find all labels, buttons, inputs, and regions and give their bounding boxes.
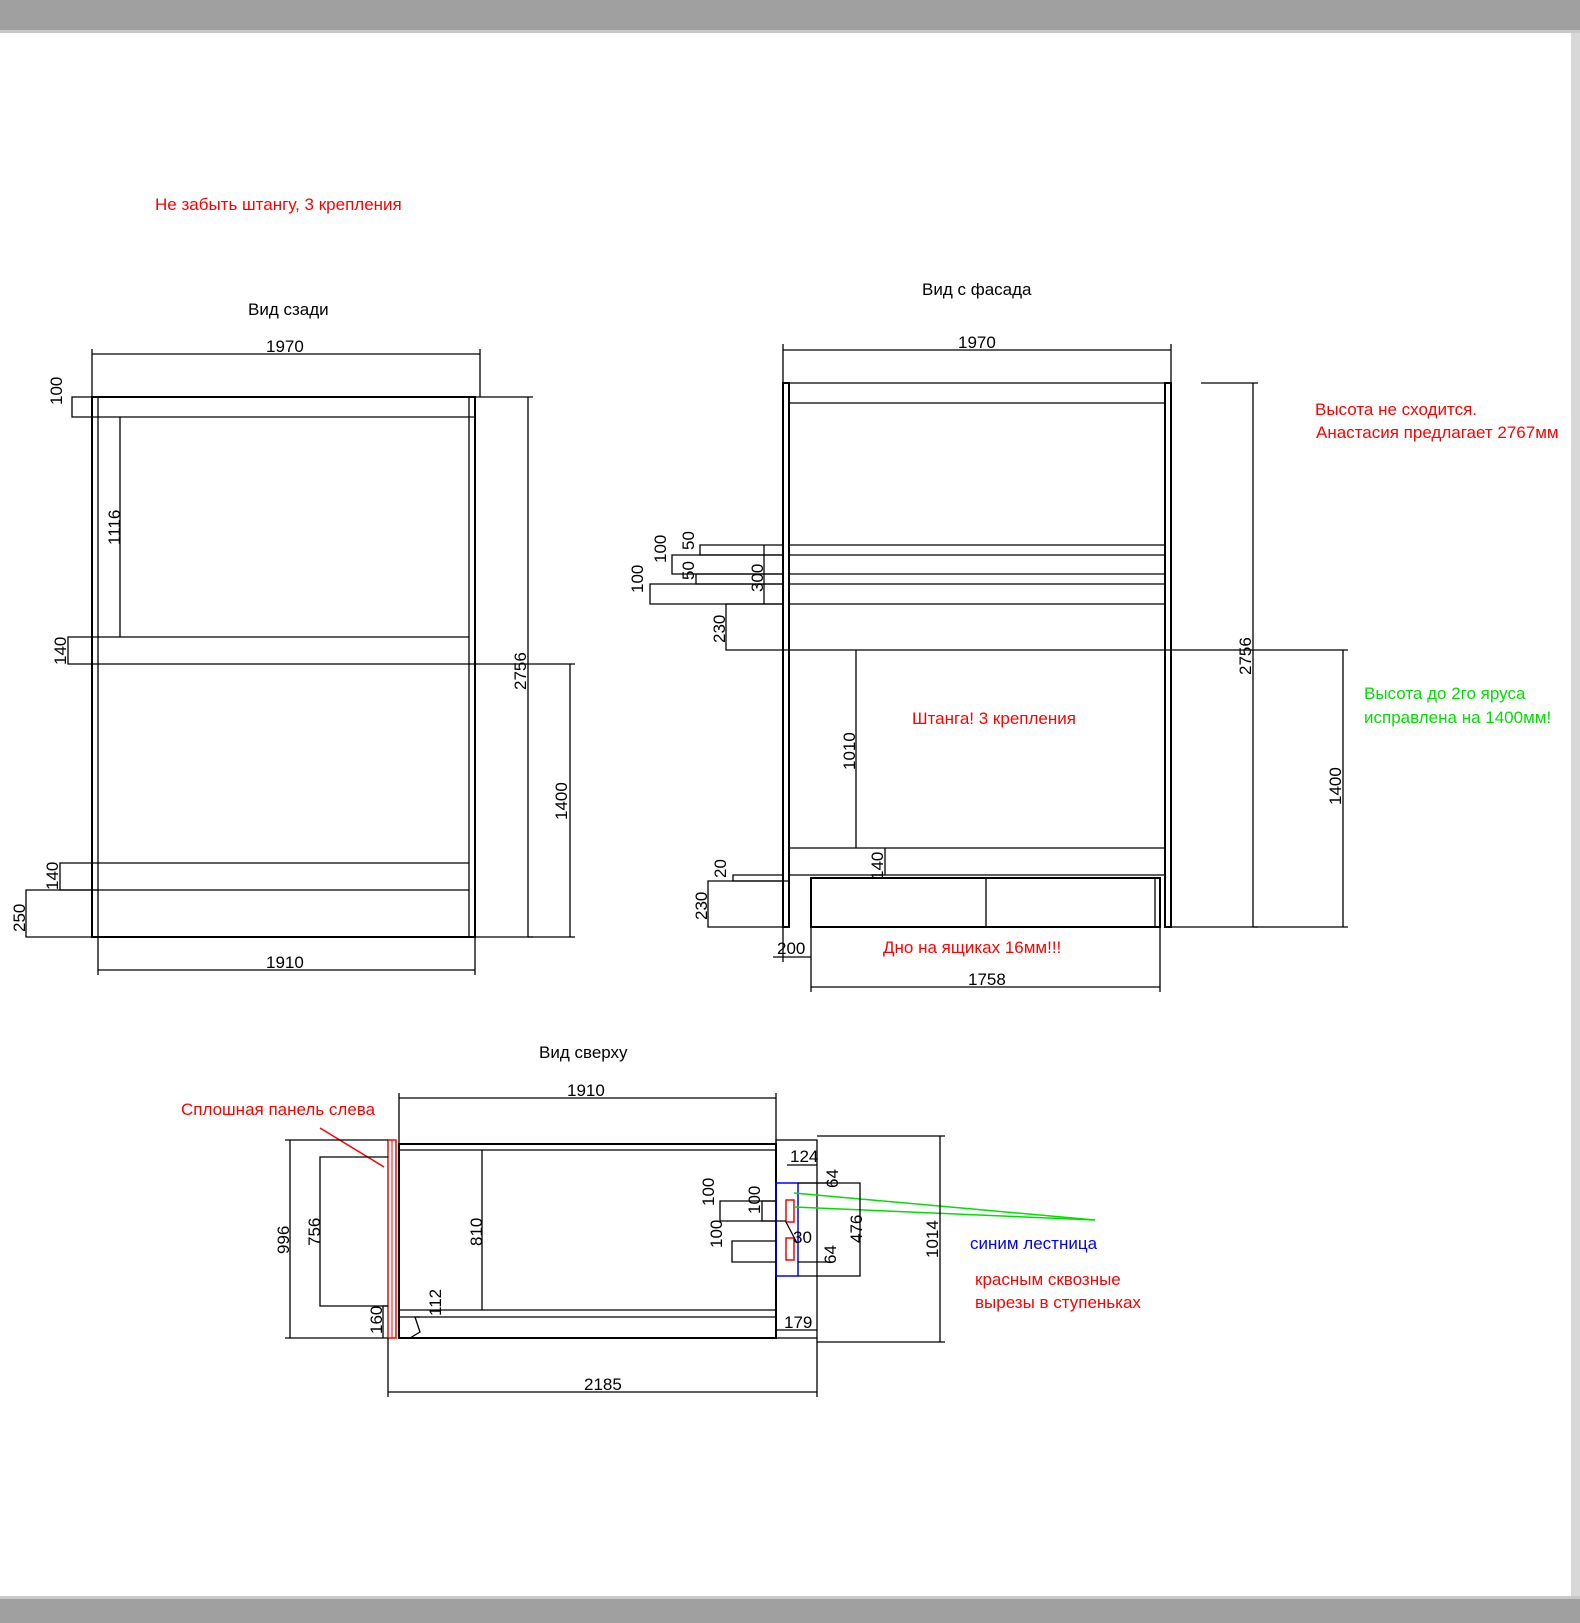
back-dim-100: 100 — [47, 377, 66, 405]
front-dim-width-top: 1970 — [958, 333, 996, 352]
back-dim-250: 250 — [10, 904, 29, 932]
top-dim-64a: 64 — [823, 1169, 842, 1188]
top-solid-panel-leader — [319, 1127, 385, 1168]
front-dim-height-total: 2756 — [1236, 637, 1255, 675]
front-dim-100b: 100 — [628, 565, 647, 593]
top-dim-810: 810 — [467, 1218, 486, 1246]
top-dim-line-100c — [731, 1240, 776, 1263]
top-dim-160: 160 — [367, 1306, 386, 1334]
note-tier-fix-2: исправлена на 1400мм! — [1364, 708, 1551, 727]
back-dim-line-250 — [25, 889, 98, 938]
top-green-leader-2 — [793, 1206, 1096, 1221]
front-left-post — [782, 382, 790, 928]
front-view: Вид с фасада 1970 — [628, 280, 1348, 992]
back-dim-line-100 — [71, 396, 92, 418]
top-dim-756: 756 — [305, 1218, 324, 1246]
right-edge-bar — [1571, 33, 1580, 1596]
top-dim-179: 179 — [784, 1313, 812, 1332]
note-blue-ladder: синим лестница — [970, 1234, 1098, 1253]
front-dim-line-100b — [649, 583, 783, 605]
drawing-canvas: Не забыть штангу, 3 крепления Высота не … — [10, 195, 1559, 1397]
back-dim-height-lower: 1400 — [552, 782, 571, 820]
top-green-leader-1 — [793, 1192, 1096, 1221]
top-cutout-red-2 — [785, 1237, 795, 1261]
note-height-mismatch-1: Высота не сходится. — [1315, 400, 1477, 419]
top-dim-line-476 — [798, 1182, 861, 1277]
top-dim-996: 996 — [274, 1226, 293, 1254]
back-dim-line-140a — [67, 636, 98, 665]
back-dim-width-top: 1970 — [266, 337, 304, 356]
back-dim-1116: 1116 — [105, 510, 124, 545]
front-dim-line-50b — [695, 573, 783, 585]
front-dim-50a: 50 — [679, 531, 698, 550]
back-dim-width-bottom: 1910 — [266, 953, 304, 972]
top-dim-line-756 — [319, 1156, 388, 1307]
top-dim-100a: 100 — [699, 1178, 718, 1206]
front-dim-1010: 1010 — [840, 732, 859, 770]
front-dim-line-230a — [725, 603, 789, 651]
back-dim-height-total: 2756 — [511, 652, 530, 690]
top-dim-1014: 1014 — [923, 1220, 942, 1258]
back-frame-outline — [91, 396, 476, 938]
note-drawer-bottom: Дно на ящиках 16мм!!! — [883, 938, 1061, 957]
top-dim-line-100a — [719, 1200, 776, 1222]
front-dim-height-lower: 1400 — [1326, 767, 1345, 805]
front-right-post — [1164, 382, 1172, 928]
top-dim-124: 124 — [790, 1147, 818, 1166]
top-cutout-red-1 — [785, 1199, 795, 1223]
note-top-reminder: Не забыть штангу, 3 крепления — [155, 195, 402, 214]
front-dim-20: 20 — [711, 859, 730, 878]
top-dim-line-160 — [382, 1305, 388, 1338]
back-view: Вид сзади 1970 1910 2756 — [10, 300, 575, 975]
top-dim-line-112 — [409, 1316, 421, 1339]
front-dim-300: 300 — [748, 564, 767, 592]
top-dim-100b: 100 — [745, 1186, 764, 1214]
top-dim-line-100b — [761, 1200, 786, 1222]
top-dim-476: 476 — [847, 1215, 866, 1243]
front-dim-230a: 230 — [710, 615, 729, 643]
top-view: Вид сверху 1910 — [274, 1043, 1096, 1397]
top-dim-112: 112 — [426, 1289, 445, 1316]
note-rod: Штанга! 3 крепления — [912, 709, 1076, 728]
top-dim-line-30 — [785, 1221, 798, 1244]
top-dim-2185: 2185 — [584, 1375, 622, 1394]
front-view-title: Вид с фасада — [922, 280, 1032, 299]
back-view-title: Вид сзади — [248, 300, 329, 319]
front-dim-50b: 50 — [679, 561, 698, 580]
top-dim-30: 30 — [793, 1228, 812, 1247]
back-dim-140a: 140 — [51, 637, 70, 665]
note-tier-fix-1: Высота до 2го яруса — [1364, 684, 1526, 703]
front-dim-1758: 1758 — [968, 970, 1006, 989]
front-dim-line-50a — [699, 544, 783, 556]
front-dim-230b: 230 — [692, 892, 711, 920]
note-red-cutouts-1: красным сквозные — [975, 1270, 1121, 1289]
note-solid-panel: Сплошная панель слева — [181, 1100, 376, 1119]
front-dim-200: 200 — [777, 939, 805, 958]
top-window-bar — [0, 0, 1580, 33]
back-dim-140b: 140 — [43, 862, 62, 890]
top-ladder-blue — [775, 1182, 799, 1277]
note-height-mismatch-2: Анастасия предлагает 2767мм — [1316, 423, 1559, 442]
top-dim-1910: 1910 — [567, 1081, 605, 1100]
top-view-title: Вид сверху — [539, 1043, 628, 1062]
note-red-cutouts-2: вырезы в ступеньках — [975, 1293, 1141, 1312]
top-dim-64b: 64 — [821, 1245, 840, 1264]
front-dim-line-230b — [707, 880, 783, 928]
front-dim-100a: 100 — [651, 535, 670, 563]
bottom-window-bar — [0, 1596, 1580, 1623]
front-dim-line-20 — [732, 874, 789, 882]
top-dim-100c: 100 — [707, 1220, 726, 1248]
front-dim-140: 140 — [868, 852, 887, 880]
